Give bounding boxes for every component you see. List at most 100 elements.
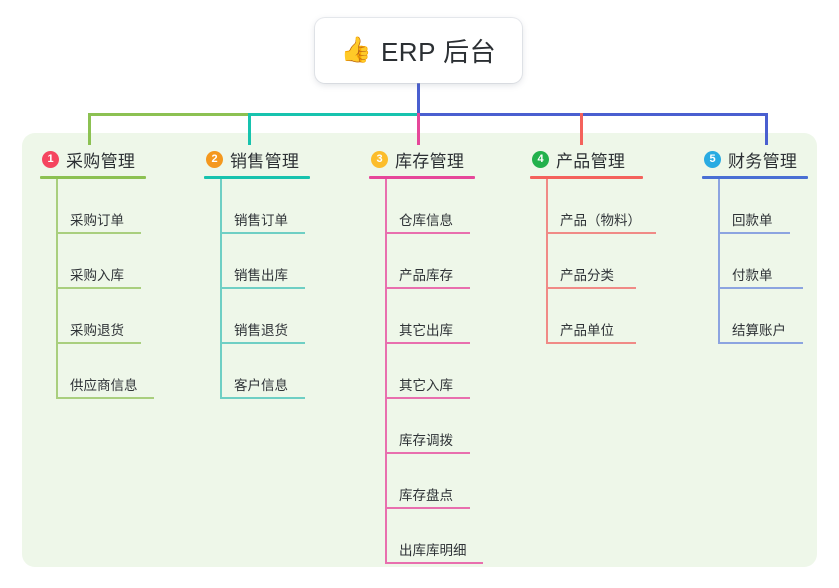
branch-spine-5	[718, 179, 720, 344]
branch-items-1: 采购订单 采购入库 采购退货 供应商信息	[56, 179, 186, 399]
connector-drop-col4	[580, 113, 583, 145]
branch-title-1: 采购管理	[66, 151, 136, 171]
list-item[interactable]: 回款单	[718, 179, 839, 234]
leaf-label: 其它出库	[399, 323, 453, 338]
root-title: ERP 后台	[380, 37, 497, 67]
leaf-label: 仓库信息	[399, 213, 453, 228]
leaf-label: 销售订单	[234, 213, 288, 228]
list-item[interactable]: 客户信息	[220, 344, 350, 399]
list-item[interactable]: 产品分类	[546, 234, 690, 289]
connector-drop-col1	[88, 113, 91, 145]
leaf-label: 付款单	[732, 268, 773, 283]
leaf-label: 产品分类	[560, 268, 614, 283]
leaf-label: 供应商信息	[70, 378, 138, 393]
list-item[interactable]: 出库库明细	[385, 509, 519, 564]
branch-title-4: 产品管理	[556, 151, 626, 171]
leaf-rule	[56, 342, 141, 344]
list-item[interactable]: 产品库存	[385, 234, 519, 289]
list-item[interactable]: 销售退货	[220, 289, 350, 344]
list-item[interactable]: 结算账户	[718, 289, 839, 344]
leaf-rule	[546, 287, 636, 289]
branch-spine-3	[385, 179, 387, 564]
branch-column-1: 1 采购管理 采购订单 采购入库 采购退货 供应商信息	[40, 147, 186, 399]
branch-badge-4: 4	[532, 150, 549, 168]
leaf-label: 库存调拨	[399, 433, 453, 448]
branch-items-5: 回款单 付款单 结算账户	[718, 179, 839, 344]
leaf-rule	[718, 232, 790, 234]
leaf-label: 客户信息	[234, 378, 288, 393]
branch-title-3: 库存管理	[395, 151, 465, 171]
connector-bus-teal	[248, 113, 420, 116]
leaf-rule	[56, 287, 141, 289]
branch-spine-1	[56, 179, 58, 399]
branch-spine-2	[220, 179, 222, 399]
branch-title-5: 财务管理	[728, 151, 798, 171]
leaf-rule	[385, 452, 470, 454]
branch-items-4: 产品（物料） 产品分类 产品单位	[546, 179, 690, 344]
branch-badge-1: 1	[42, 150, 59, 168]
connector-bus-green	[88, 113, 250, 116]
branch-header-4[interactable]: 4 产品管理	[530, 147, 690, 171]
content-panel	[22, 133, 817, 567]
root-node-erp-backend[interactable]: 👍 ERP 后台	[315, 18, 522, 83]
leaf-rule	[546, 232, 656, 234]
branch-rule-4	[530, 176, 643, 179]
list-item[interactable]: 采购订单	[56, 179, 186, 234]
connector-root-stem	[417, 83, 420, 115]
leaf-rule	[220, 232, 305, 234]
leaf-label: 销售退货	[234, 323, 288, 338]
leaf-label: 回款单	[732, 213, 773, 228]
branch-items-3: 仓库信息 产品库存 其它出库 其它入库 库存调拨 库存盘点	[385, 179, 519, 564]
leaf-rule	[718, 287, 803, 289]
branch-rule-5	[702, 176, 808, 179]
leaf-label: 结算账户	[732, 323, 786, 338]
connector-bus-blue	[418, 113, 766, 116]
branch-header-1[interactable]: 1 采购管理	[40, 147, 186, 171]
leaf-label: 销售出库	[234, 268, 288, 283]
list-item[interactable]: 销售出库	[220, 234, 350, 289]
list-item[interactable]: 其它出库	[385, 289, 519, 344]
list-item[interactable]: 产品（物料）	[546, 179, 690, 234]
list-item[interactable]: 付款单	[718, 234, 839, 289]
branch-spine-4	[546, 179, 548, 344]
thumbs-up-icon: 👍	[340, 36, 372, 64]
branch-column-4: 4 产品管理 产品（物料） 产品分类 产品单位	[530, 147, 690, 344]
leaf-rule	[385, 287, 470, 289]
branch-header-3[interactable]: 3 库存管理	[369, 147, 519, 171]
leaf-label: 产品库存	[399, 268, 453, 283]
branch-rule-3	[369, 176, 475, 179]
leaf-label: 采购订单	[70, 213, 124, 228]
branch-title-2: 销售管理	[230, 151, 300, 171]
leaf-rule	[385, 397, 470, 399]
list-item[interactable]: 采购退货	[56, 289, 186, 344]
list-item[interactable]: 采购入库	[56, 234, 186, 289]
leaf-rule	[385, 562, 483, 564]
branch-column-3: 3 库存管理 仓库信息 产品库存 其它出库 其它入库 库存调拨	[369, 147, 519, 564]
connector-drop-col2	[248, 113, 251, 145]
root-node-content: 👍 ERP 后台	[341, 32, 496, 69]
leaf-rule	[56, 232, 141, 234]
branch-header-5[interactable]: 5 财务管理	[702, 147, 839, 171]
branch-badge-3: 3	[371, 150, 388, 168]
list-item[interactable]: 仓库信息	[385, 179, 519, 234]
branch-header-2[interactable]: 2 销售管理	[204, 147, 350, 171]
leaf-rule	[385, 232, 470, 234]
list-item[interactable]: 销售订单	[220, 179, 350, 234]
list-item[interactable]: 库存盘点	[385, 454, 519, 509]
branch-items-2: 销售订单 销售出库 销售退货 客户信息	[220, 179, 350, 399]
list-item[interactable]: 库存调拨	[385, 399, 519, 454]
leaf-rule	[56, 397, 154, 399]
leaf-label: 产品（物料）	[560, 213, 641, 228]
leaf-label: 产品单位	[560, 323, 614, 338]
leaf-rule	[220, 342, 305, 344]
list-item[interactable]: 其它入库	[385, 344, 519, 399]
leaf-label: 采购入库	[70, 268, 124, 283]
list-item[interactable]: 产品单位	[546, 289, 690, 344]
branch-column-2: 2 销售管理 销售订单 销售出库 销售退货 客户信息	[204, 147, 350, 399]
leaf-label: 出库库明细	[399, 543, 467, 558]
branch-badge-2: 2	[206, 150, 223, 168]
list-item[interactable]: 供应商信息	[56, 344, 186, 399]
leaf-rule	[385, 507, 470, 509]
connector-drop-col5	[765, 113, 768, 145]
